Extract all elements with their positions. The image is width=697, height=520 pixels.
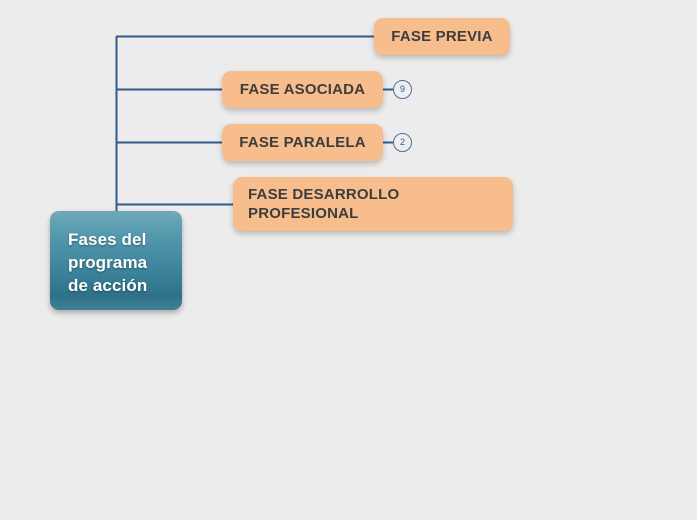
mindmap-node-paralela-label: FASE PARALELA (239, 134, 366, 151)
mindmap-badge-asociada[interactable]: 9 (393, 80, 412, 99)
mindmap-node-desarrollo-label: FASE DESARROLLO PROFESIONAL (248, 186, 400, 222)
mindmap-badge-paralela[interactable]: 2 (393, 133, 412, 152)
mindmap-root-node[interactable]: Fases del programa de acción (50, 211, 182, 310)
mindmap-node-desarrollo[interactable]: FASE DESARROLLO PROFESIONAL (233, 177, 513, 231)
mindmap-node-previa-label: FASE PREVIA (391, 28, 493, 45)
mindmap-badge-paralela-count: 2 (399, 137, 405, 147)
mindmap-node-paralela[interactable]: FASE PARALELA (222, 124, 383, 161)
mindmap-node-previa[interactable]: FASE PREVIA (374, 18, 510, 55)
mindmap-badge-asociada-count: 9 (399, 84, 405, 94)
mindmap-node-asociada-label: FASE ASOCIADA (239, 81, 366, 98)
mindmap-node-asociada[interactable]: FASE ASOCIADA (222, 71, 383, 108)
mindmap-root-label: Fases del programa de acción (68, 230, 148, 295)
